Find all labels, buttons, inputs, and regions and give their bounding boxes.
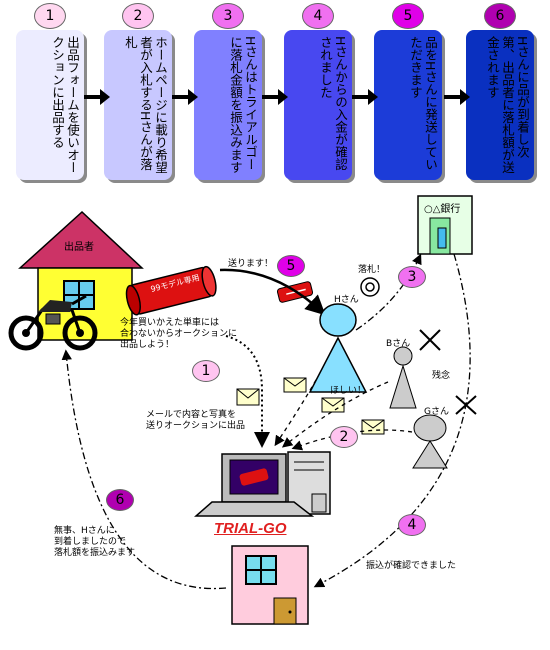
step-1-text: 出品フォームを使いオークションに出品する: [50, 36, 80, 174]
step-5-box: 品をHさんに発送していただきます: [374, 30, 442, 180]
seller-label: 出品者: [64, 242, 94, 253]
step-4-badge: 4: [302, 3, 334, 29]
step-3-badge: 3: [212, 3, 244, 29]
envelope-h-icon: [283, 377, 307, 393]
badge-4: 4: [398, 514, 426, 536]
step-3-text: Hさんはトライアルゴーに落札金額を振込みます: [228, 36, 258, 174]
mail-label: メールで内容と写真を 送りオークションに出品: [146, 410, 246, 431]
want-label: ほしい！: [330, 386, 367, 396]
step-arrows: [84, 89, 470, 105]
badge-5: 5: [277, 255, 305, 277]
step-6-box: Hさんに品が到着し次第、出品者に落札額が送金されます: [466, 30, 534, 180]
won-mark-icon: [360, 277, 380, 297]
step-5-badge: 5: [392, 3, 424, 29]
badge-6: 6: [106, 489, 134, 511]
flow-lines: [61, 253, 471, 590]
bidder-b-label: Bさん: [386, 339, 411, 349]
step-1-box: 出品フォームを使いオークションに出品する: [16, 30, 84, 180]
badge-2: 2: [330, 426, 358, 448]
step-4-text: Hさんからの入金が確認されました: [318, 36, 348, 171]
step-6-badge: 6: [484, 3, 516, 29]
send-label: 送ります！: [228, 259, 274, 269]
envelope-g-icon: [361, 419, 385, 435]
h-to-computer-line: [274, 379, 317, 447]
step-5-text: 品をHさんに発送していただきます: [408, 36, 438, 171]
step-2-box: ホームページに載り希望者が入札するHさんが落札: [104, 30, 172, 180]
h-to-bank-line: [355, 253, 422, 331]
envelope-b-icon: [321, 397, 345, 413]
winner-label: Hさん: [334, 295, 359, 305]
arrow-4-5-icon: [352, 89, 378, 105]
step-2-badge: 2: [122, 3, 154, 29]
step-3-box: Hさんはトライアルゴーに落札金額を振込みます: [194, 30, 262, 180]
arrow-5-6-icon: [444, 89, 470, 105]
bidder-g-label: Gさん: [424, 407, 449, 417]
winner-person-icon: [308, 303, 368, 393]
regret-label: 残念: [432, 371, 451, 381]
ship-arrow-icon: [219, 268, 326, 316]
bidder-g-icon: [412, 414, 448, 469]
won-label: 落札！: [358, 265, 386, 275]
payout-label: 無事、Hさんに 到着しましたので 落札額を振込みます: [54, 526, 136, 558]
step-4-box: Hさんからの入金が確認されました: [284, 30, 352, 180]
b-to-computer-line: [281, 381, 389, 448]
g-to-computer-line: [291, 429, 413, 451]
badge-3: 3: [398, 266, 426, 288]
brand-logo: TRIAL-GO: [214, 520, 287, 537]
arrow-1-2-icon: [84, 89, 110, 105]
parcel-icon: [125, 265, 217, 316]
arrow-3-4-icon: [262, 89, 288, 105]
arrow-2-3-icon: [172, 89, 198, 105]
step-6-text: Hさんに品が到着し次第、出品者に落札額が送金されます: [485, 36, 530, 174]
step-1-badge: 1: [34, 3, 66, 29]
step-2-text: ホームページに載り希望者が入札するHさんが落札: [123, 36, 168, 174]
seller-thought-label: 今年買いかえた単車には 合わないからオークションに 出品しよう！: [120, 318, 238, 350]
bank-icon: [417, 195, 473, 255]
confirm-label: 振込が確認できました: [366, 561, 457, 571]
office-to-seller-line: [61, 349, 227, 590]
motorcycle-icon: [8, 294, 98, 351]
bidder-b-cross-icon: [419, 329, 441, 351]
seller-to-computer-line: [225, 335, 270, 448]
trialgo-office-icon: [231, 545, 309, 625]
badge-1: 1: [192, 360, 220, 382]
bank-to-office-line: [313, 253, 471, 588]
envelope-seller-icon: [236, 388, 260, 406]
computer-icon: [194, 451, 331, 517]
bank-label: ○△銀行: [424, 204, 461, 215]
bidder-b-icon: [389, 346, 417, 409]
